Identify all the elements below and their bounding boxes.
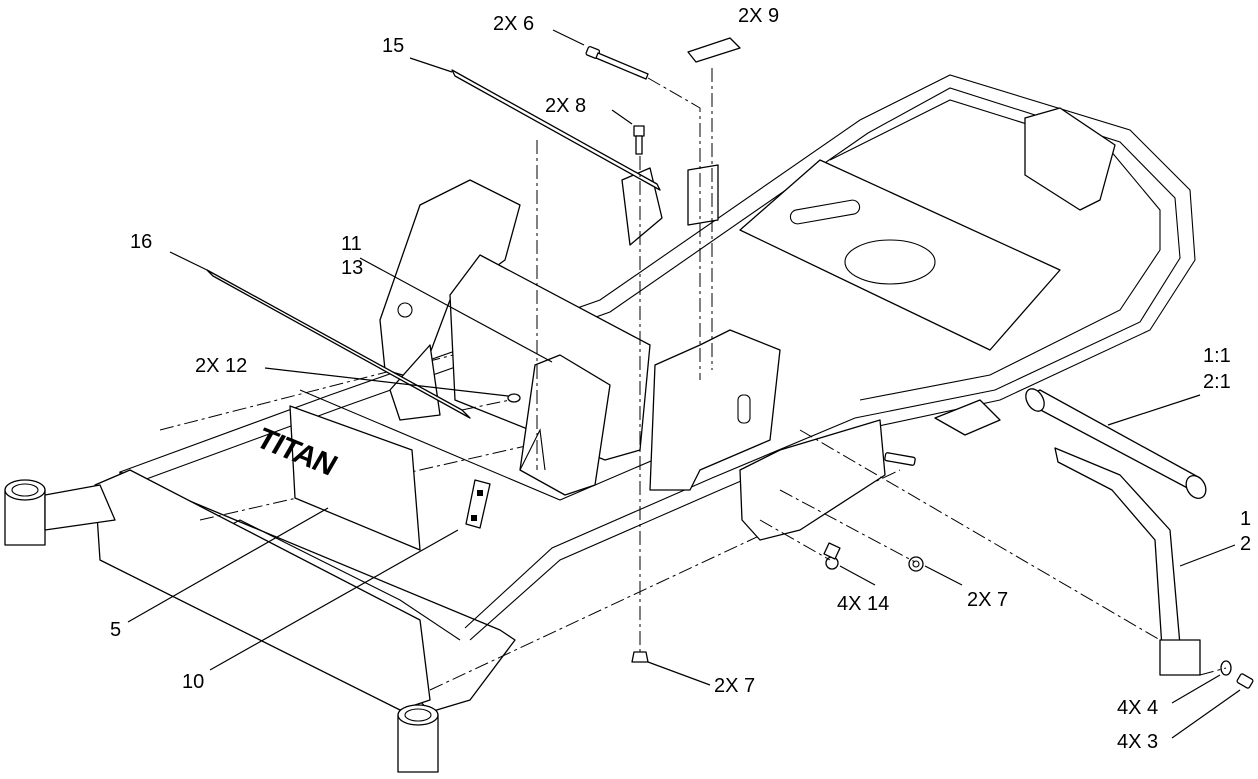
callout-1-1: 1:1 xyxy=(1203,345,1231,367)
callout-10: 10 xyxy=(182,671,204,693)
decal-part-10 xyxy=(465,479,491,529)
callout-2x7-bottom: 2X 7 xyxy=(714,675,755,697)
callout-4x4: 4X 4 xyxy=(1117,697,1158,719)
callout-11: 11 xyxy=(341,233,362,255)
callout-16: 16 xyxy=(130,231,152,253)
right-upright-bracket xyxy=(621,164,781,491)
callout-5: 5 xyxy=(110,619,121,641)
panel-part-11-13 xyxy=(519,354,611,496)
handle-bar xyxy=(1025,388,1207,676)
nut-part-12 xyxy=(507,393,521,403)
strap-part-16 xyxy=(206,269,471,419)
axle-side-bracket xyxy=(739,399,1001,541)
rod-part-15 xyxy=(451,69,661,191)
caster-tube-left xyxy=(4,479,116,546)
callout-2-1: 2:1 xyxy=(1203,371,1231,393)
callout-13: 13 xyxy=(341,257,363,279)
callout-labels: 15 2X 6 2X 9 2X 8 16 11 13 2X 12 1:1 2:1… xyxy=(110,5,1251,753)
callout-2: 2 xyxy=(1240,533,1251,555)
bolt-part-14b xyxy=(884,452,916,466)
callout-4x14: 4X 14 xyxy=(837,593,889,615)
callout-4x3: 4X 3 xyxy=(1117,731,1158,753)
callout-2x9: 2X 9 xyxy=(738,5,779,27)
titan-name-plate: TITAN xyxy=(250,405,421,551)
callout-2x6: 2X 6 xyxy=(493,13,534,35)
callout-2x12: 2X 12 xyxy=(195,355,247,377)
callout-15: 15 xyxy=(382,35,404,57)
nut-part-7-bottom xyxy=(631,651,649,663)
bolt-part-14 xyxy=(823,542,841,570)
nut-part-7-right xyxy=(908,556,924,572)
callout-1: 1 xyxy=(1240,508,1251,530)
left-upright-bracket xyxy=(379,179,521,421)
bolt-part-3 xyxy=(1236,673,1254,689)
leader-lines xyxy=(127,29,1241,739)
bolt-part-6 xyxy=(585,45,649,80)
caster-tube-right xyxy=(397,704,439,773)
bolt-part-8 xyxy=(633,125,645,155)
callout-2x8: 2X 8 xyxy=(545,95,586,117)
assembly-centerlines xyxy=(461,68,1227,676)
main-frame xyxy=(94,74,1196,713)
callout-2x7-right: 2X 7 xyxy=(967,589,1008,611)
clip-part-9 xyxy=(687,37,741,63)
